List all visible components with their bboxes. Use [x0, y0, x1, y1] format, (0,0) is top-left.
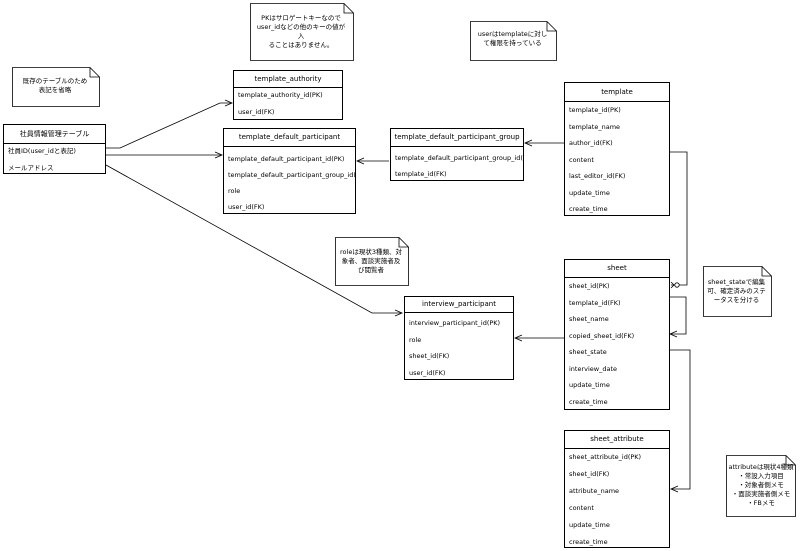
entity-field: template_default_participant_group_id(PK… [395, 154, 523, 162]
entity-template[interactable]: template template_id(PK) template_name a… [564, 82, 670, 216]
entity-field: sheet_id(FK) [569, 470, 610, 478]
entity-title: sheet [565, 260, 669, 278]
note-shape [335, 237, 409, 286]
arrow-group-right [523, 139, 533, 147]
note-text: attributeは現状4種類 ・常設入力項目 ・対象者側メモ ・面談実施者側メ… [728, 463, 794, 507]
entity-field: interview_participant_id(PK) [409, 319, 501, 327]
entity-field: メールアドレス [8, 164, 54, 172]
connector-employee-interview-participant [105, 164, 402, 314]
connector-sheet-self [670, 296, 687, 335]
arrow-template-authority [224, 99, 234, 107]
note-shape [12, 67, 100, 107]
entity-field: content [569, 504, 594, 512]
arrow-participant-right [355, 157, 365, 165]
entity-template-default-participant[interactable]: template_default_participant template_de… [223, 128, 356, 214]
entity-field: content [569, 155, 594, 164]
entity-template-default-participant-group[interactable]: template_default_participant_group templ… [390, 128, 524, 181]
entity-title: template_authority [234, 71, 342, 88]
entity-field: template_default_participant_id(PK) [228, 155, 345, 163]
entity-field: create_time [569, 538, 608, 546]
entity-field: create_time [569, 397, 608, 406]
entity-field: author_id(FK) [569, 139, 613, 147]
entity-field: copied_sheet_id(FK) [569, 331, 635, 340]
connector-template-sheet [670, 151, 688, 286]
entity-title: 社員情報管理テーブル [4, 125, 105, 144]
entity-title: template_default_participant_group [391, 129, 523, 147]
crowfoot-circle-sheet [674, 282, 680, 288]
note-user-permission[interactable]: userはtemplateに対し て権限を持っている [470, 21, 557, 61]
entity-field: user_id(FK) [409, 368, 446, 377]
entity-employee[interactable]: 社員情報管理テーブル 社員ID(user_idと表記) メールアドレス [3, 124, 106, 174]
entity-field: sheet_attribute_id(PK) [569, 453, 642, 461]
entity-field: template_default_participant_group_id(FK… [228, 171, 355, 179]
entity-field: attribute_name [569, 487, 620, 495]
entity-field: template_authority_id(PK) [238, 91, 323, 99]
note-text: sheet_stateで編集 可、確定済みのステ ータスを分ける [707, 278, 766, 304]
note-existing-table[interactable]: 既存のテーブルのため 表記を省略 [12, 67, 100, 107]
note-text: 既存のテーブルのため 表記を省略 [22, 77, 88, 94]
note-shape [703, 266, 772, 317]
note-text: roleは現状3種類、対 象者、面談実施者及 び閲覧者 [340, 248, 402, 274]
entity-field: update_time [569, 188, 610, 197]
entity-field: sheet_name [569, 315, 609, 323]
note-attribute-types[interactable]: attributeは現状4種類 ・常設入力項目 ・対象者側メモ ・面談実施者側メ… [726, 455, 796, 517]
entity-title: sheet_attribute [565, 431, 669, 449]
entity-title: template_default_participant [224, 129, 355, 147]
entity-field: template_id(FK) [569, 298, 621, 307]
note-sheet-state[interactable]: sheet_stateで編集 可、確定済みのステ ータスを分ける [703, 266, 772, 317]
entity-field: 社員ID(user_idと表記) [8, 147, 76, 155]
note-text: userはtemplateに対し て権限を持っている [477, 30, 548, 47]
entity-field: create_time [569, 205, 608, 213]
entity-field: template_id(FK) [395, 170, 447, 178]
connector-sheet-attribute [670, 349, 691, 490]
entity-field: user_id(FK) [228, 203, 265, 211]
note-shape [726, 455, 796, 517]
entity-field: update_time [569, 521, 610, 529]
entity-field: template_name [569, 122, 621, 131]
entity-sheet[interactable]: sheet sheet_id(PK) template_id(FK) sheet… [564, 259, 670, 410]
entity-field: sheet_id(PK) [569, 282, 610, 290]
entity-title: template [565, 83, 669, 102]
entity-title: interview_participant [405, 297, 513, 313]
entity-template-authority[interactable]: template_authority template_authority_id… [233, 70, 343, 120]
entity-field: template_id(PK) [569, 106, 621, 114]
note-shape [470, 21, 557, 61]
arrow-default-participant-left [214, 151, 224, 159]
entity-field: sheet_id(FK) [409, 352, 450, 360]
entity-field: user_id(FK) [238, 108, 275, 116]
entity-field: interview_date [569, 364, 618, 373]
note-text: PKはサロゲートキーなので user_idなどの他のキーの値が入 ることはありま… [256, 14, 346, 49]
entity-field: update_time [569, 381, 610, 389]
connector-employee-template-authority [106, 102, 232, 149]
entity-field: role [228, 187, 241, 195]
entity-field: role [409, 335, 422, 344]
entity-interview-participant[interactable]: interview_participant interview_particip… [404, 296, 514, 380]
note-pk-surrogate[interactable]: PKはサロゲートキーなので user_idなどの他のキーの値が入 ることはありま… [250, 3, 354, 61]
entity-sheet-attribute[interactable]: sheet_attribute sheet_attribute_id(PK) s… [564, 430, 670, 548]
entity-field: last_editor_id(FK) [569, 172, 626, 180]
note-role-types[interactable]: roleは現状3種類、対 象者、面談実施者及 び閲覧者 [335, 237, 409, 286]
note-shape [250, 3, 354, 61]
arrow-interview-participant [394, 309, 404, 317]
entity-field: sheet_state [569, 348, 607, 356]
